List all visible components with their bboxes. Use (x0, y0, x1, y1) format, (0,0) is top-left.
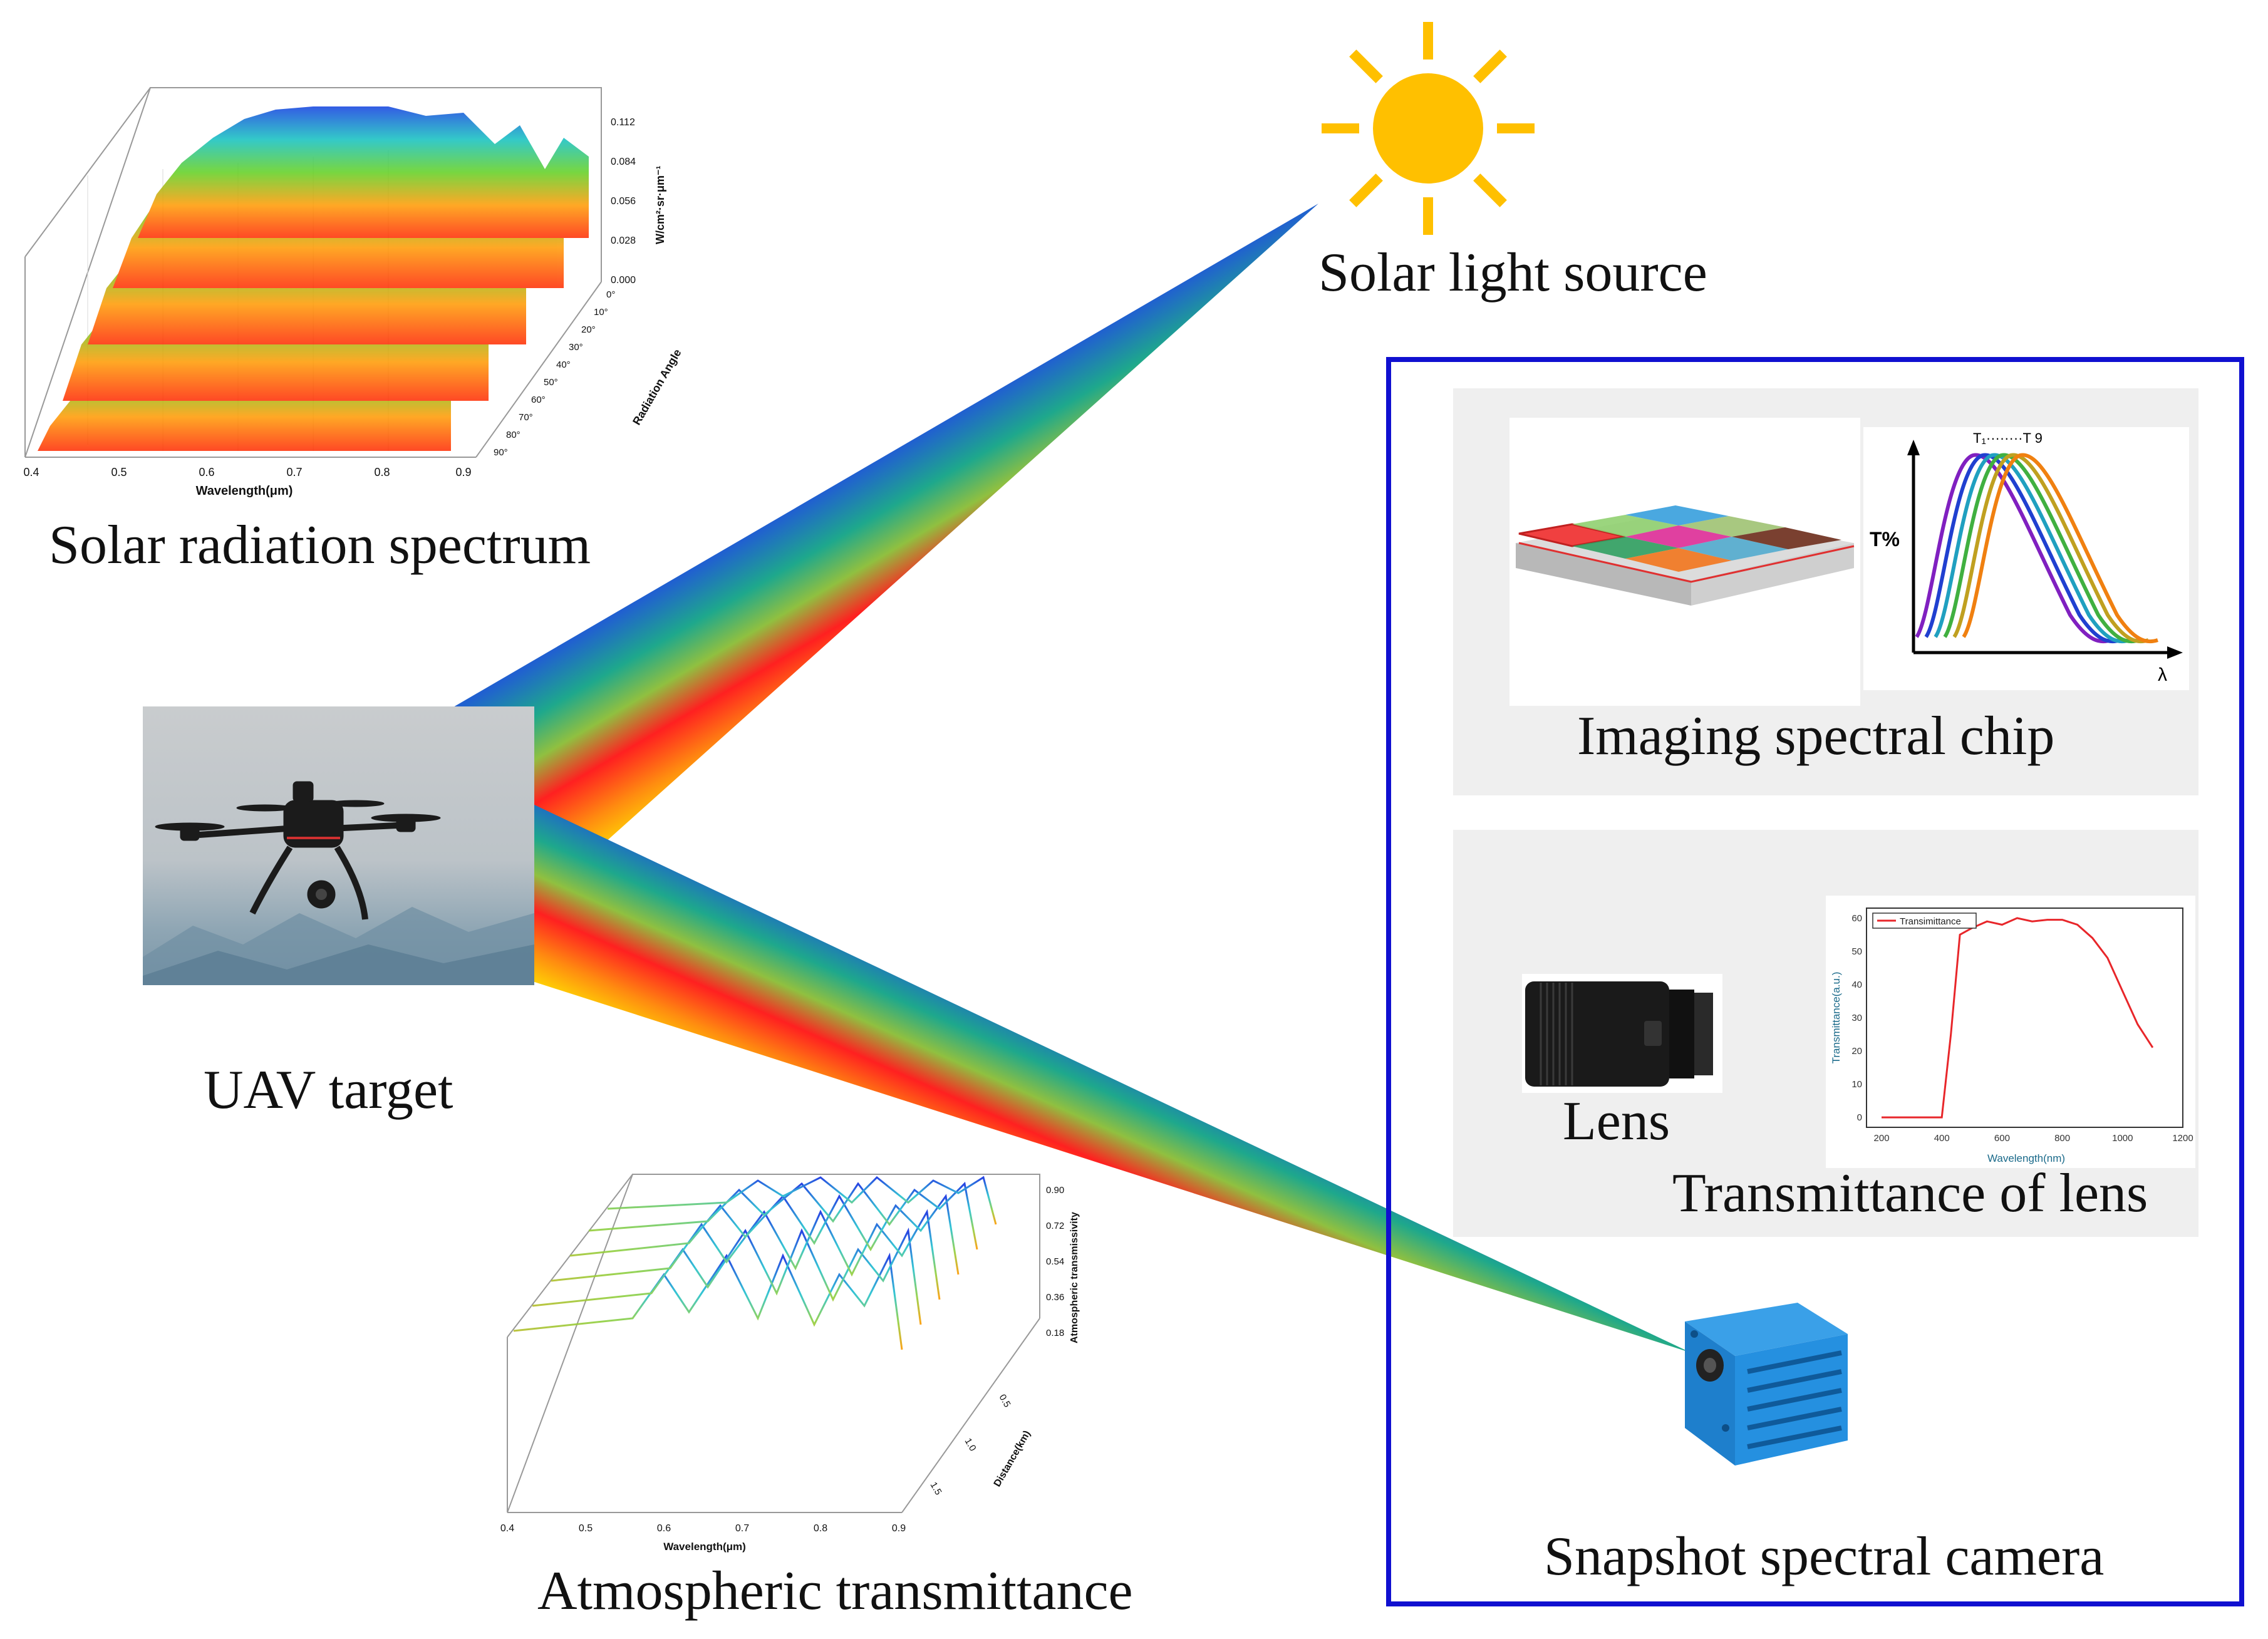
atm-z-label: Atmospheric transmissivity (1069, 1212, 1080, 1343)
filter-x-label: λ (2158, 664, 2167, 685)
solar-y-tick: 40° (556, 359, 571, 370)
atm-z-tick: 0.18 (1046, 1328, 1064, 1338)
solar-z-tick: 0.084 (611, 157, 636, 167)
lens-x-tick: 800 (2054, 1133, 2070, 1144)
solar-y-label: Radiation Angle (630, 347, 683, 427)
lens-y-tick: 60 (1851, 913, 1862, 924)
filter-y-label: T% (1870, 528, 1900, 551)
atm-z-tick: 0.72 (1046, 1221, 1064, 1231)
atm-x-tick: 0.4 (500, 1523, 514, 1534)
lens-y-tick: 0 (1857, 1112, 1862, 1123)
solar-x-tick: 0.4 (23, 466, 39, 478)
solar-y-tick: 0° (606, 289, 615, 300)
snapshot-spectral-camera-caption: Snapshot spectral camera (1544, 1526, 2105, 1587)
atm-x-tick: 0.6 (657, 1523, 671, 1534)
atm-x-tick: 0.9 (892, 1523, 906, 1534)
solar-light-source-caption: Solar light source (1318, 242, 1707, 303)
solar-y-tick: 30° (569, 342, 583, 353)
drone-icon (143, 781, 534, 985)
uav-photo (143, 706, 534, 985)
solar-x-tick: 0.9 (455, 466, 471, 478)
solar-y-tick: 60° (531, 395, 546, 405)
transmittance-series-line (1882, 917, 2154, 1119)
atm-y-tick: 1.5 (928, 1481, 944, 1497)
solar-x-tick: 0.8 (374, 466, 390, 478)
incoming-sunlight-beam (452, 204, 1318, 891)
atm-x-tick: 0.7 (735, 1523, 749, 1534)
atm-y-label: Distance(km) (992, 1429, 1033, 1489)
atm-x-tick: 0.5 (579, 1523, 593, 1534)
solar-x-tick: 0.5 (111, 466, 127, 478)
transmittance-of-lens-caption: Transmittance of lens (1672, 1163, 2148, 1224)
lens-x-tick: 1000 (2112, 1133, 2133, 1144)
sun-icon (1322, 22, 1535, 235)
filter-curves-title: T₁········T 9 (1973, 430, 2043, 446)
filter-transmittance-curves: T₁········T 9 T% λ (1863, 427, 2189, 690)
lens-x-tick: 400 (1934, 1133, 1950, 1144)
solar-y-tick: 80° (506, 430, 520, 440)
solar-z-tick: 0.112 (611, 117, 635, 128)
atm-x-tick: 0.8 (814, 1523, 827, 1534)
lens-x-tick: 600 (1994, 1133, 2010, 1144)
lens-y-label: Transmittance(a.u.) (1830, 972, 1842, 1064)
atm-z-tick: 0.90 (1046, 1185, 1064, 1196)
lens-caption: Lens (1563, 1091, 1670, 1152)
lens-x-tick: 200 (1874, 1133, 1890, 1144)
solar-y-tick: 50° (544, 377, 558, 388)
atm-y-tick: 0.5 (997, 1393, 1013, 1410)
atm-x-label: Wavelength(μm) (663, 1541, 746, 1553)
lens-icon (1522, 974, 1722, 1093)
solar-radiation-spectrum-caption: Solar radiation spectrum (49, 515, 591, 576)
atm-z-tick: 0.54 (1046, 1256, 1064, 1267)
solar-x-label: Wavelength(μm) (196, 484, 293, 498)
solar-y-tick: 70° (519, 412, 533, 423)
filter-array-chip-icon (1509, 418, 1860, 706)
reflected-beam (460, 799, 1691, 1353)
solar-y-tick: 20° (581, 324, 596, 335)
atm-y-tick: 1.0 (963, 1437, 978, 1454)
lens-y-tick: 40 (1851, 980, 1862, 990)
chart-legend: Transimittance (1872, 913, 1977, 929)
lens-y-tick: 50 (1851, 946, 1862, 957)
solar-z-label: W/cm²·sr·μm⁻¹ (654, 165, 666, 244)
snapshot-camera-icon (1685, 1303, 1848, 1466)
solar-z-tick: 0.028 (611, 235, 636, 246)
imaging-spectral-chip-caption: Imaging spectral chip (1577, 706, 2055, 767)
atm-z-tick: 0.36 (1046, 1292, 1064, 1303)
lens-y-tick: 20 (1851, 1046, 1862, 1057)
solar-y-tick: 90° (494, 447, 508, 458)
lens-x-tick: 1200 (2172, 1133, 2193, 1144)
uav-target-caption: UAV target (204, 1060, 453, 1120)
solar-x-tick: 0.6 (199, 466, 214, 478)
camera-system-frame (1386, 357, 2244, 1606)
solar-x-tick: 0.7 (286, 466, 302, 478)
lens-x-label: Wavelength(nm) (1987, 1152, 2065, 1164)
lens-transmittance-chart: 200 400 600 800 1000 1200 60 50 40 30 20 10 0 Transi… (1826, 896, 2195, 1168)
lens-y-tick: 10 (1851, 1079, 1862, 1090)
atmospheric-transmittance-caption: Atmospheric transmittance (537, 1561, 1133, 1621)
solar-z-tick: 0.056 (611, 196, 636, 207)
legend-label: Transimittance (1900, 916, 1961, 927)
solar-radiation-spectrum-plot: 0.4 0.5 0.6 0.7 0.8 0.9 Wavelength(μm) 0… (23, 87, 684, 498)
lens-y-tick: 30 (1851, 1013, 1862, 1023)
atmospheric-transmittance-plot: 0.4 0.5 0.6 0.7 0.8 0.9 Wavelength(μm) 0… (500, 1174, 1080, 1553)
solar-y-tick: 10° (594, 307, 608, 318)
solar-z-tick: 0.000 (611, 275, 636, 286)
